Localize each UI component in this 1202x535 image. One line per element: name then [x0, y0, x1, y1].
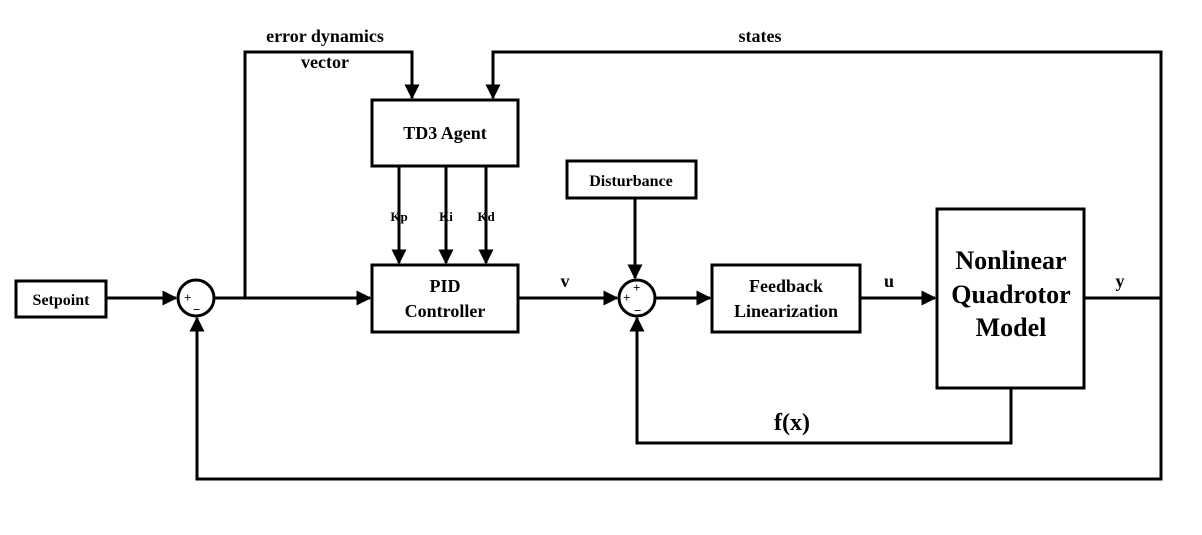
output-feedback-arrow — [189, 298, 1163, 481]
plant-label-line2: Quadrotor — [951, 280, 1070, 309]
quadrotor-model-block: Nonlinear Quadrotor Model — [935, 207, 1086, 390]
kd-label: Kd — [477, 209, 495, 224]
pid-controller-block: PID Controller — [370, 263, 520, 334]
kp-label: Kp — [390, 209, 407, 224]
td3-agent-label: TD3 Agent — [403, 123, 487, 143]
input-sum-plus-top: + — [633, 280, 640, 295]
feedback-label-line1: Feedback — [749, 276, 823, 296]
td3-agent-block: TD3 Agent — [370, 98, 520, 168]
disturbance-block: Disturbance — [565, 159, 698, 200]
pid-label-line1: PID — [430, 276, 461, 296]
ki-label: Ki — [439, 209, 453, 224]
fx-feedback-arrow — [629, 316, 1013, 445]
error-vector-arrow — [243, 50, 420, 298]
error-dynamics-label-line2: vector — [301, 52, 349, 72]
pid-label-line2: Controller — [405, 301, 486, 321]
setpoint-label: Setpoint — [33, 292, 91, 309]
input-summing-junction: + + − — [617, 278, 657, 318]
plant-label-line1: Nonlinear — [955, 246, 1066, 275]
feedback-linearization-block: Feedback Linearization — [710, 263, 862, 334]
plant-label-line3: Model — [976, 313, 1047, 342]
error-dynamics-label-line1: error dynamics — [266, 26, 384, 46]
error-summing-junction: + − — [176, 278, 216, 318]
fx-label: f(x) — [774, 410, 810, 436]
v-label: v — [561, 271, 570, 291]
states-feedback-arrow — [485, 50, 1163, 298]
feedback-label-line2: Linearization — [734, 301, 838, 321]
input-sum-plus-left: + — [623, 290, 630, 305]
u-label: u — [884, 271, 894, 291]
input-sum-minus: − — [634, 303, 641, 318]
disturbance-label: Disturbance — [589, 173, 673, 190]
states-label: states — [739, 26, 782, 46]
setpoint-block: Setpoint — [14, 279, 108, 319]
error-sum-plus: + — [184, 290, 191, 305]
y-label: y — [1116, 271, 1125, 291]
error-sum-minus: − — [193, 302, 200, 317]
